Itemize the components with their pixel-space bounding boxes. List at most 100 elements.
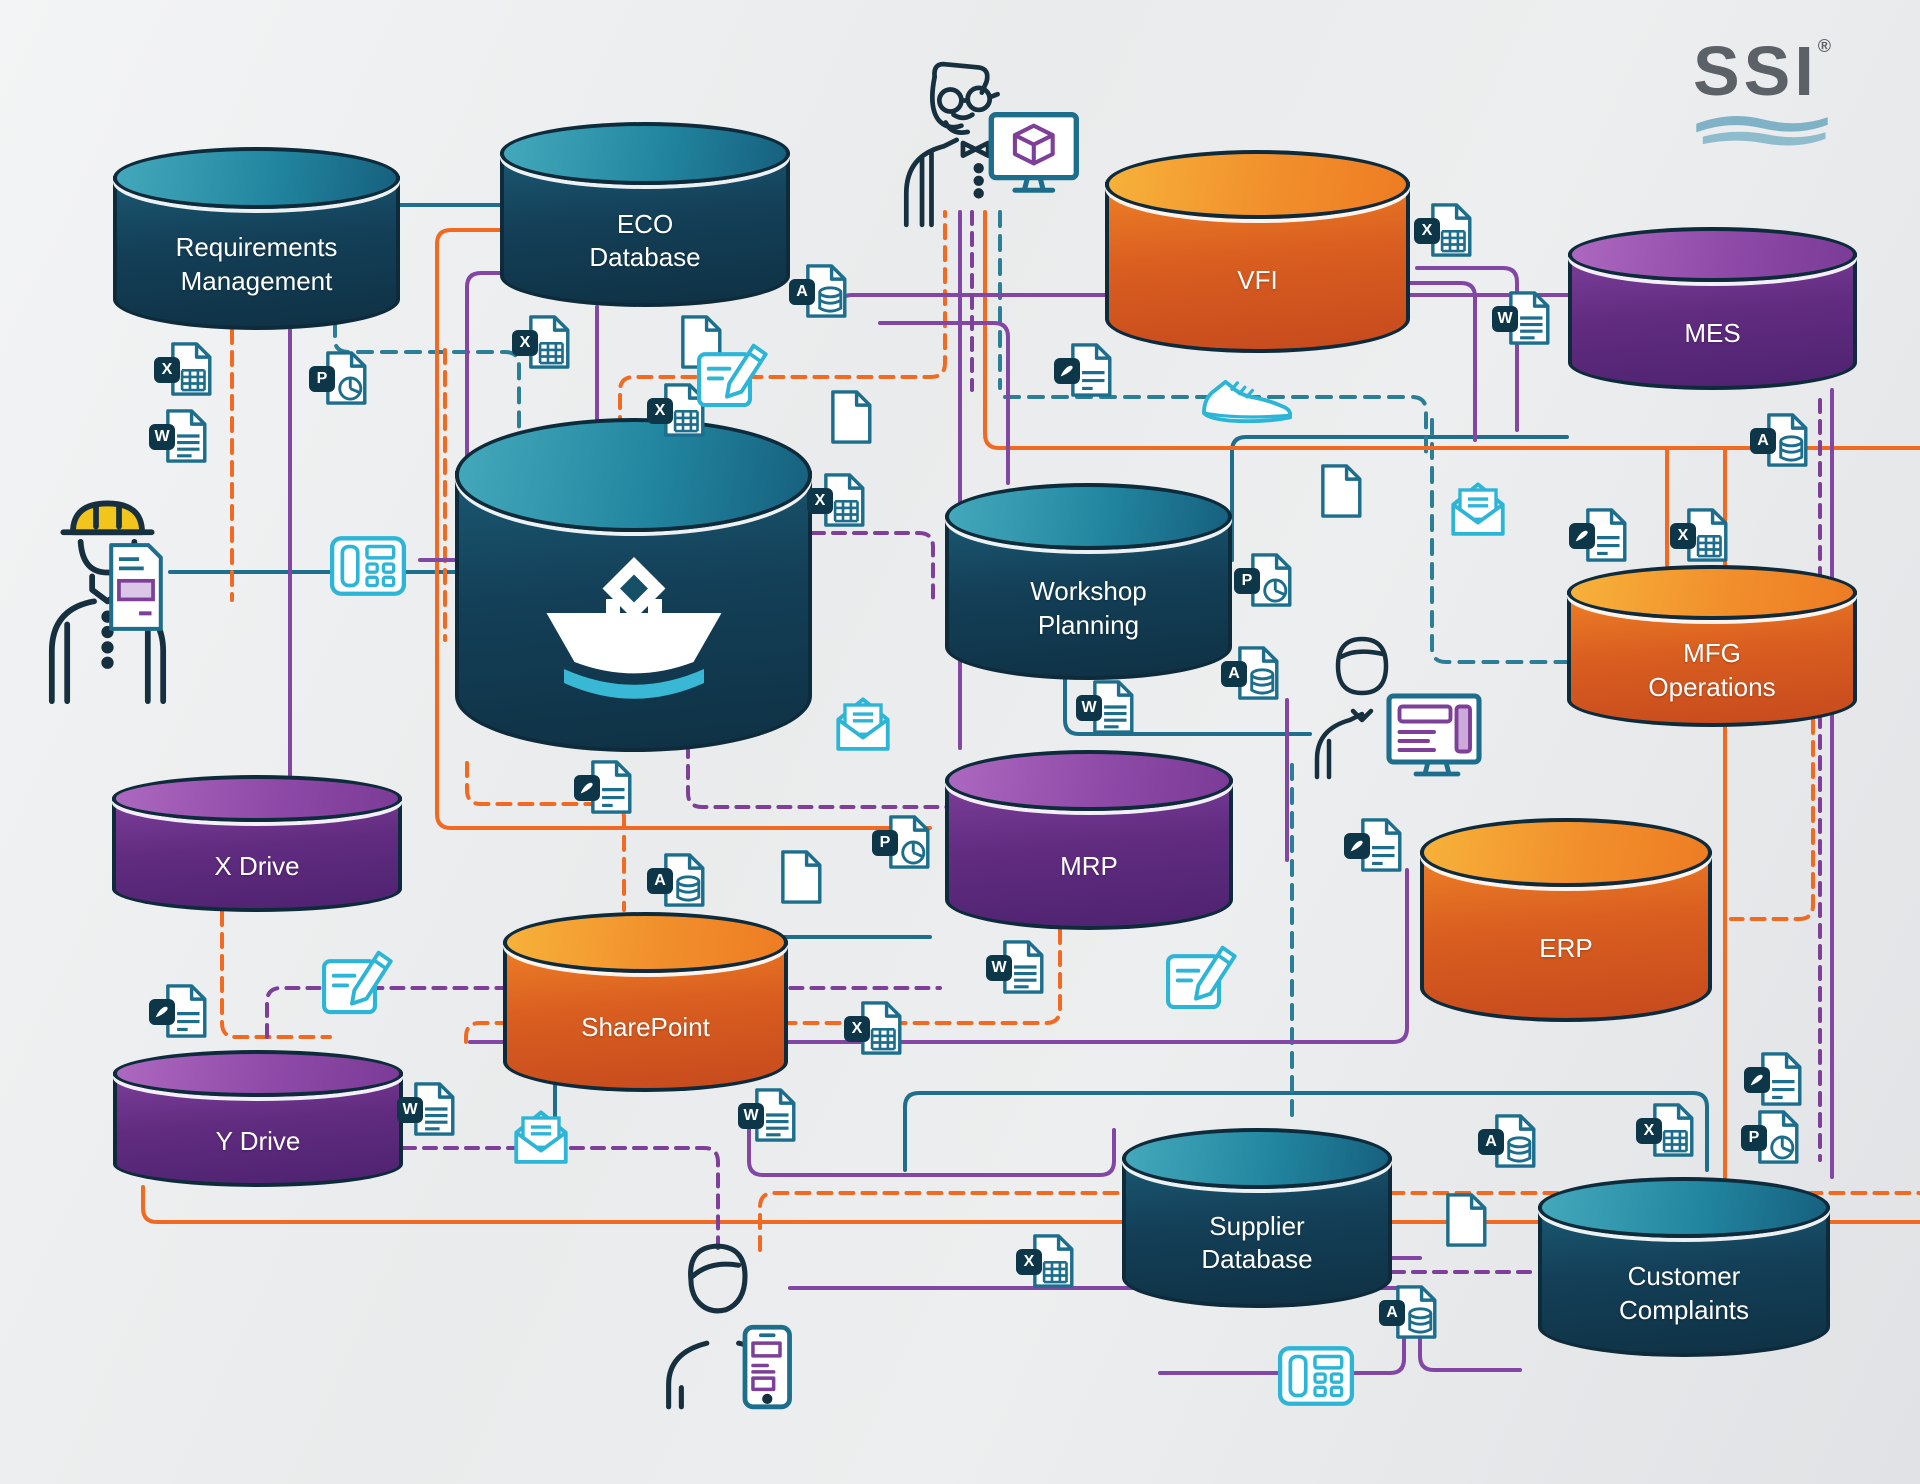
access-file-icon: A: [647, 851, 710, 909]
excel-file-icon: X: [844, 999, 907, 1057]
node-label: SharePoint: [581, 1012, 710, 1043]
pdf-file-icon: [149, 982, 212, 1040]
node-eco-database: ECO Database: [500, 122, 790, 307]
envelope-icon: [1442, 475, 1514, 557]
manager-figure: [1314, 636, 1389, 780]
word-file-icon: W: [1492, 289, 1555, 347]
edit-note-icon: [318, 944, 398, 1022]
excel-file-icon: X: [807, 471, 870, 529]
node-x-drive: X Drive: [112, 775, 402, 912]
teal-dashed-lines: [333, 210, 1569, 1122]
connector-line: [1729, 608, 1815, 921]
node-label: VFI: [1237, 264, 1278, 295]
connector-line: [747, 1103, 1116, 1177]
word-file-icon: W: [986, 938, 1049, 996]
edit-note-icon: [1162, 939, 1242, 1017]
access-file-icon: A: [789, 262, 852, 320]
cylinder-top: [945, 483, 1232, 550]
access-badge: A: [1750, 428, 1776, 454]
access-badge: A: [1478, 1129, 1504, 1155]
engineer-with-3d-monitor: [890, 58, 1080, 228]
word-badge: W: [149, 424, 175, 450]
excel-file-icon: X: [1670, 506, 1733, 564]
node-workshop-planning: Workshop Planning: [945, 483, 1232, 680]
node-mrp: MRP: [945, 750, 1233, 930]
form-document-icon: [105, 540, 167, 634]
phone-icon: [1276, 1340, 1356, 1412]
connector-line: [468, 868, 1409, 1044]
powerpoint-badge: P: [309, 366, 335, 392]
connector-line: [983, 210, 1920, 450]
access-file-icon: A: [1379, 1283, 1442, 1341]
pdf-file-icon: [1054, 341, 1117, 399]
purple-dashed-lines: [265, 210, 1822, 1274]
acrobat-glyph: [1054, 358, 1080, 384]
node-label: MRP: [1060, 850, 1118, 881]
registered-mark: ®: [1817, 36, 1832, 56]
excel-file-icon: X: [1414, 201, 1477, 259]
connector-line: [141, 1185, 1920, 1224]
manager-with-dashboard: [1305, 630, 1485, 780]
connector-line: [618, 210, 947, 432]
access-badge: A: [647, 868, 673, 894]
connector-line: [758, 1191, 1920, 1252]
node-requirements-management: Requirements Management: [113, 147, 400, 330]
pdf-file-icon: [1569, 506, 1632, 564]
customer-figure: [666, 1243, 770, 1410]
document-icon: [1313, 462, 1367, 520]
node-label: Customer Complaints: [1618, 1260, 1750, 1325]
customer-with-smartphone: [655, 1235, 800, 1410]
node-mes: MES: [1568, 227, 1857, 390]
dashboard-monitor-icon: [1386, 693, 1482, 777]
node-shipconstructor: [455, 418, 812, 752]
connector-line: [465, 271, 502, 562]
connector-line: [1415, 266, 1519, 432]
ship-logo: [546, 557, 721, 699]
access-badge: A: [1379, 1300, 1405, 1326]
smartphone-icon: [742, 1324, 792, 1410]
node-label: Supplier Database: [1201, 1210, 1313, 1275]
node-vfi: VFI: [1105, 150, 1410, 353]
access-file-icon: A: [1750, 411, 1813, 469]
sneaker-icon: [1195, 370, 1299, 426]
edit-note-icon: [693, 337, 773, 415]
cylinder-top: [500, 122, 790, 185]
cylinder-top: [1567, 565, 1857, 621]
word-file-icon: W: [397, 1080, 460, 1138]
node-y-drive: Y Drive: [113, 1050, 403, 1187]
word-badge: W: [397, 1097, 423, 1123]
envelope-icon: [827, 690, 899, 772]
node-label: Requirements Management: [175, 232, 338, 297]
powerpoint-file-icon: P: [1741, 1108, 1804, 1166]
excel-badge: X: [154, 357, 180, 383]
node-label: X Drive: [214, 850, 300, 881]
excel-badge: X: [844, 1016, 870, 1042]
document-icon: [823, 388, 877, 446]
ssi-logo: SSI®: [1692, 36, 1832, 148]
excel-badge: X: [807, 488, 833, 514]
engineer-figure: [903, 61, 1000, 228]
phone-icon: [328, 530, 408, 602]
excel-badge: X: [512, 330, 538, 356]
excel-file-icon: X: [1016, 1232, 1079, 1290]
access-badge: A: [1221, 661, 1247, 687]
excel-badge: X: [1636, 1118, 1662, 1144]
connector-line: [1230, 435, 1569, 562]
ssi-wave-icon: [1696, 115, 1828, 146]
node-label: Y Drive: [215, 1125, 301, 1156]
word-badge: W: [1076, 695, 1102, 721]
envelope-icon: [505, 1103, 577, 1185]
cylinder-top: [113, 147, 400, 210]
cylinder-top: [455, 418, 812, 532]
connector-line: [903, 1091, 1709, 1172]
connector-line: [265, 986, 942, 1039]
pdf-file-icon: [574, 758, 637, 816]
word-file-icon: W: [1076, 678, 1139, 736]
connector-line: [1063, 673, 1312, 736]
connector-line: [768, 531, 935, 602]
connector-line: [435, 228, 932, 830]
node-label: Workshop Planning: [1030, 576, 1147, 641]
cylinder-top: [1122, 1128, 1392, 1190]
excel-badge: X: [647, 398, 673, 424]
